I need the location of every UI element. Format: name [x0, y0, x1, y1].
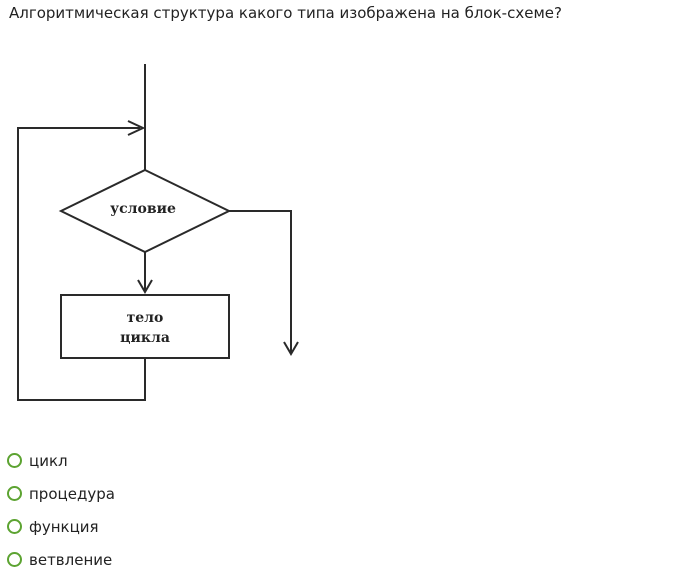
option-label: цикл [29, 451, 68, 470]
option-branching[interactable]: ветвление [7, 543, 115, 576]
exit-arrowhead [283, 341, 299, 356]
question-text: Алгоритмическая структура какого типа из… [9, 4, 562, 22]
flowchart-diagram: условие тело цикла [17, 64, 299, 401]
option-label: процедура [29, 484, 115, 503]
loop-body-rect [60, 294, 230, 359]
condition-label: условие [110, 201, 176, 217]
exit-line [229, 210, 292, 354]
loop-back-arrowhead [127, 120, 146, 136]
body-label-line2: цикла [120, 330, 170, 346]
option-cycle[interactable]: цикл [7, 444, 115, 477]
radio-button[interactable] [7, 519, 22, 534]
option-function[interactable]: функция [7, 510, 115, 543]
body-label-line1: тело [127, 310, 164, 326]
radio-button[interactable] [7, 453, 22, 468]
condition-to-body-arrowhead [137, 279, 153, 294]
option-label: функция [29, 517, 99, 536]
radio-button[interactable] [7, 552, 22, 567]
option-label: ветвление [29, 550, 113, 569]
option-procedure[interactable]: процедура [7, 477, 115, 510]
radio-button[interactable] [7, 486, 22, 501]
answer-options: цикл процедура функция ветвление [7, 444, 115, 576]
loop-back-line [17, 127, 146, 401]
